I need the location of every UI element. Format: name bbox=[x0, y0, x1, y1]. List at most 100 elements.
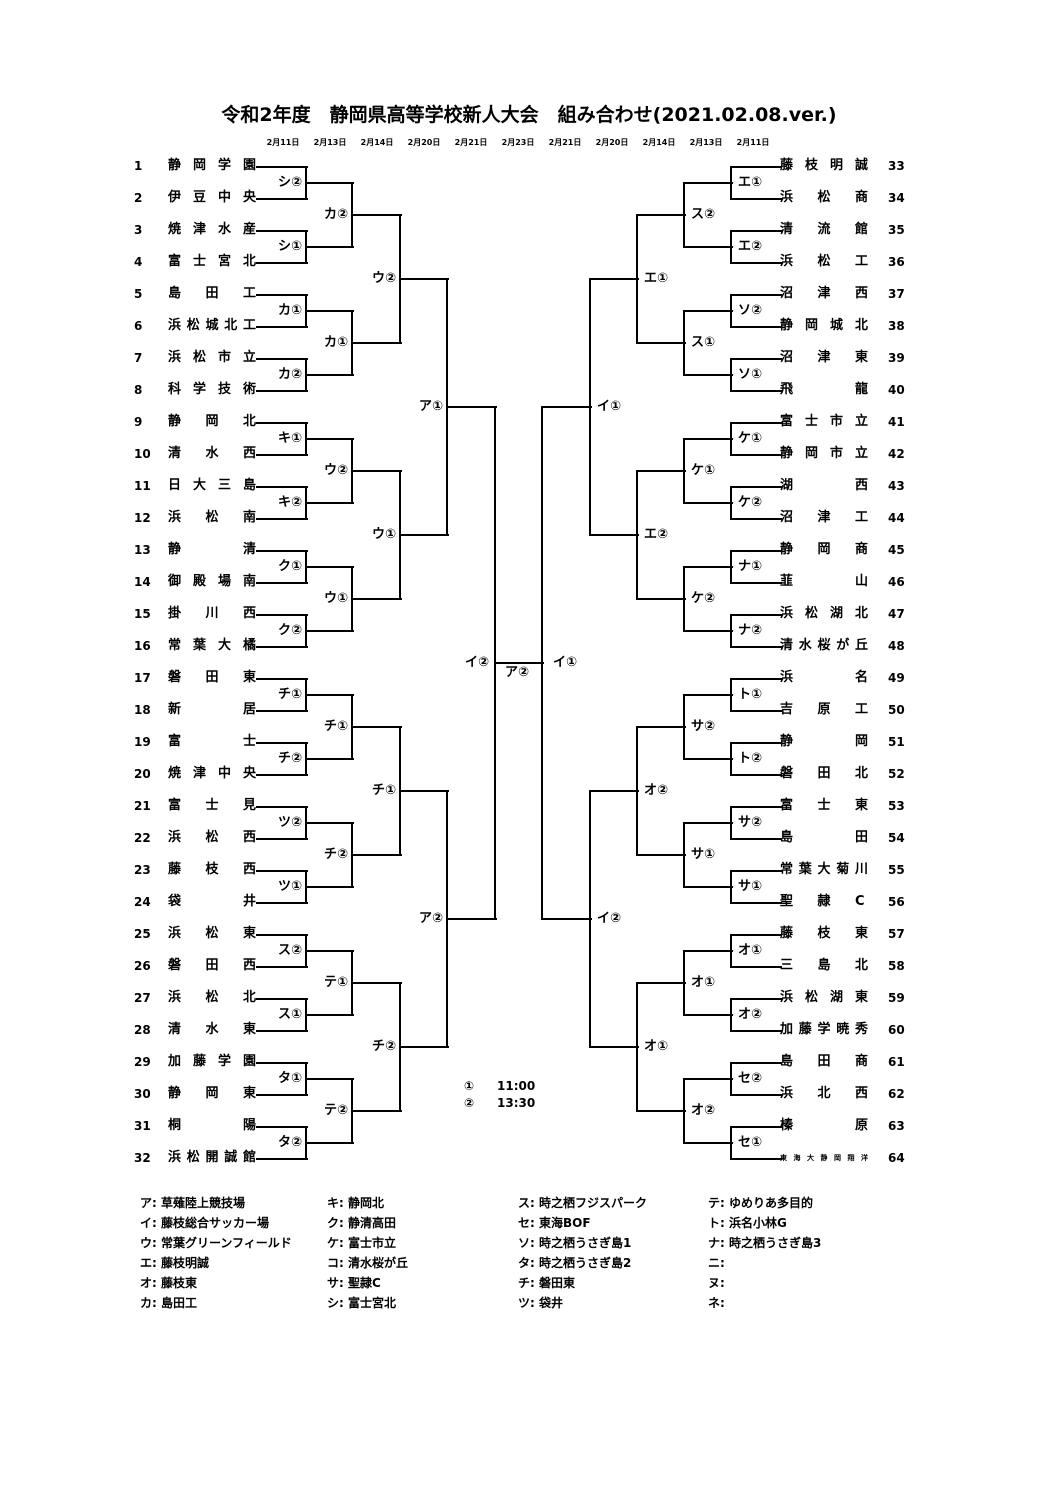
team-name: 磐 田 東 bbox=[168, 670, 262, 685]
bracket-line bbox=[256, 742, 308, 744]
bracket-line bbox=[400, 534, 449, 536]
final-label: ア② bbox=[505, 665, 530, 680]
bracket-line bbox=[256, 710, 308, 712]
team-number: 9 bbox=[134, 415, 143, 429]
team-name: 浜 松 商 bbox=[780, 190, 874, 205]
match-label: テ① bbox=[323, 975, 348, 990]
team-name: 静 岡 bbox=[780, 734, 881, 749]
team-name: 島 田 商 bbox=[780, 1054, 874, 1069]
bracket-line bbox=[590, 790, 639, 792]
team-number: 15 bbox=[134, 607, 151, 621]
page-title: 令和2年度 静岡県高等学校新人大会 組み合わせ(2021.02.08.ver.) bbox=[221, 104, 837, 126]
bracket-line bbox=[306, 694, 354, 696]
bracket-line bbox=[684, 886, 733, 888]
team-number: 57 bbox=[888, 927, 905, 941]
match-label: ソ② bbox=[738, 303, 763, 318]
bracket-line bbox=[256, 326, 308, 328]
team-name: 富 士 東 bbox=[780, 798, 874, 813]
bracket-line bbox=[352, 854, 402, 856]
team-number: 25 bbox=[134, 927, 151, 941]
venue-item: キ: 静岡北 bbox=[327, 1196, 384, 1210]
match-label: ト② bbox=[738, 751, 763, 766]
venue-item: ソ: 時之栖うさぎ島1 bbox=[518, 1236, 632, 1250]
venue-item: ニ: bbox=[708, 1256, 725, 1270]
match-label: オ② bbox=[691, 1103, 716, 1118]
match-label: チ① bbox=[323, 719, 348, 734]
venue-item: ツ: 袋井 bbox=[518, 1296, 563, 1310]
bracket-line bbox=[731, 550, 782, 552]
team-number: 13 bbox=[134, 543, 151, 557]
bracket-line bbox=[731, 774, 782, 776]
bracket-line bbox=[256, 774, 308, 776]
team-name: 静岡学園 bbox=[168, 158, 269, 173]
team-number: 58 bbox=[888, 959, 905, 973]
bracket-line bbox=[684, 246, 733, 248]
bracket-line bbox=[306, 758, 354, 760]
bracket-line bbox=[731, 230, 782, 232]
match-label: カ① bbox=[277, 303, 302, 318]
team-number: 18 bbox=[134, 703, 151, 717]
bracket-line bbox=[256, 998, 308, 1000]
team-number: 36 bbox=[888, 255, 905, 269]
team-number: 7 bbox=[134, 351, 143, 365]
bracket-line bbox=[306, 182, 354, 184]
team-number: 1 bbox=[134, 159, 143, 173]
bracket-line bbox=[256, 646, 308, 648]
team-number: 44 bbox=[888, 511, 905, 525]
match-label: ツ① bbox=[277, 879, 302, 894]
venue-item: チ: 磐田東 bbox=[518, 1276, 575, 1290]
team-number: 47 bbox=[888, 607, 905, 621]
team-number: 61 bbox=[888, 1055, 905, 1069]
match-label: キ① bbox=[277, 431, 302, 446]
team-number: 54 bbox=[888, 831, 905, 845]
bracket-line bbox=[256, 1062, 308, 1064]
team-name: 静 岡 商 bbox=[780, 542, 874, 557]
venue-item: ケ: 富士市立 bbox=[327, 1236, 396, 1250]
bracket-line bbox=[256, 486, 308, 488]
match-label: サ① bbox=[738, 879, 763, 894]
bracket-line bbox=[637, 470, 686, 472]
team-name: 袋 井 bbox=[168, 894, 269, 909]
bracket-line bbox=[352, 726, 402, 728]
bracket-line bbox=[684, 1014, 733, 1016]
venue-item: エ: 藤枝明誠 bbox=[140, 1256, 209, 1270]
team-name: 韮 山 bbox=[780, 574, 881, 589]
team-number: 42 bbox=[888, 447, 905, 461]
bracket-line bbox=[731, 390, 782, 392]
team-name: 聖 隷 C bbox=[780, 894, 871, 909]
bracket-line bbox=[256, 294, 308, 296]
team-name: 掛 川 西 bbox=[168, 606, 262, 621]
bracket-line bbox=[684, 438, 733, 440]
bracket-line bbox=[256, 870, 308, 872]
match-label: テ② bbox=[323, 1103, 348, 1118]
bracket-line bbox=[256, 614, 308, 616]
team-name: 藤 枝 西 bbox=[168, 862, 262, 877]
team-name: 浜松湖北 bbox=[780, 606, 881, 621]
bracket-line bbox=[256, 934, 308, 936]
bracket-line bbox=[306, 950, 354, 952]
team-number: 28 bbox=[134, 1023, 151, 1037]
match-label: ナ② bbox=[738, 623, 763, 638]
bracket-line bbox=[731, 1062, 782, 1064]
round-date: 2月21日 bbox=[454, 138, 488, 147]
bracket-line bbox=[731, 1094, 782, 1096]
round-date: 2月14日 bbox=[642, 138, 676, 147]
team-name: 浜 松 南 bbox=[168, 510, 262, 525]
team-number: 6 bbox=[134, 319, 143, 333]
match-label: ア① bbox=[418, 399, 443, 414]
team-number: 59 bbox=[888, 991, 905, 1005]
match-label: チ① bbox=[277, 687, 302, 702]
bracket-line bbox=[731, 838, 782, 840]
venue-item: ス: 時之栖フジスパーク bbox=[518, 1196, 647, 1210]
team-number: 33 bbox=[888, 159, 905, 173]
bracket-line bbox=[400, 278, 449, 280]
match-label: ナ① bbox=[738, 559, 763, 574]
match-label: ケ② bbox=[691, 591, 716, 606]
team-number: 56 bbox=[888, 895, 905, 909]
bracket-line bbox=[352, 214, 402, 216]
bracket-line bbox=[731, 582, 782, 584]
bracket-line bbox=[306, 886, 354, 888]
match-label: チ② bbox=[323, 847, 348, 862]
match-label: イ② bbox=[597, 911, 622, 926]
bracket-line bbox=[447, 406, 497, 408]
